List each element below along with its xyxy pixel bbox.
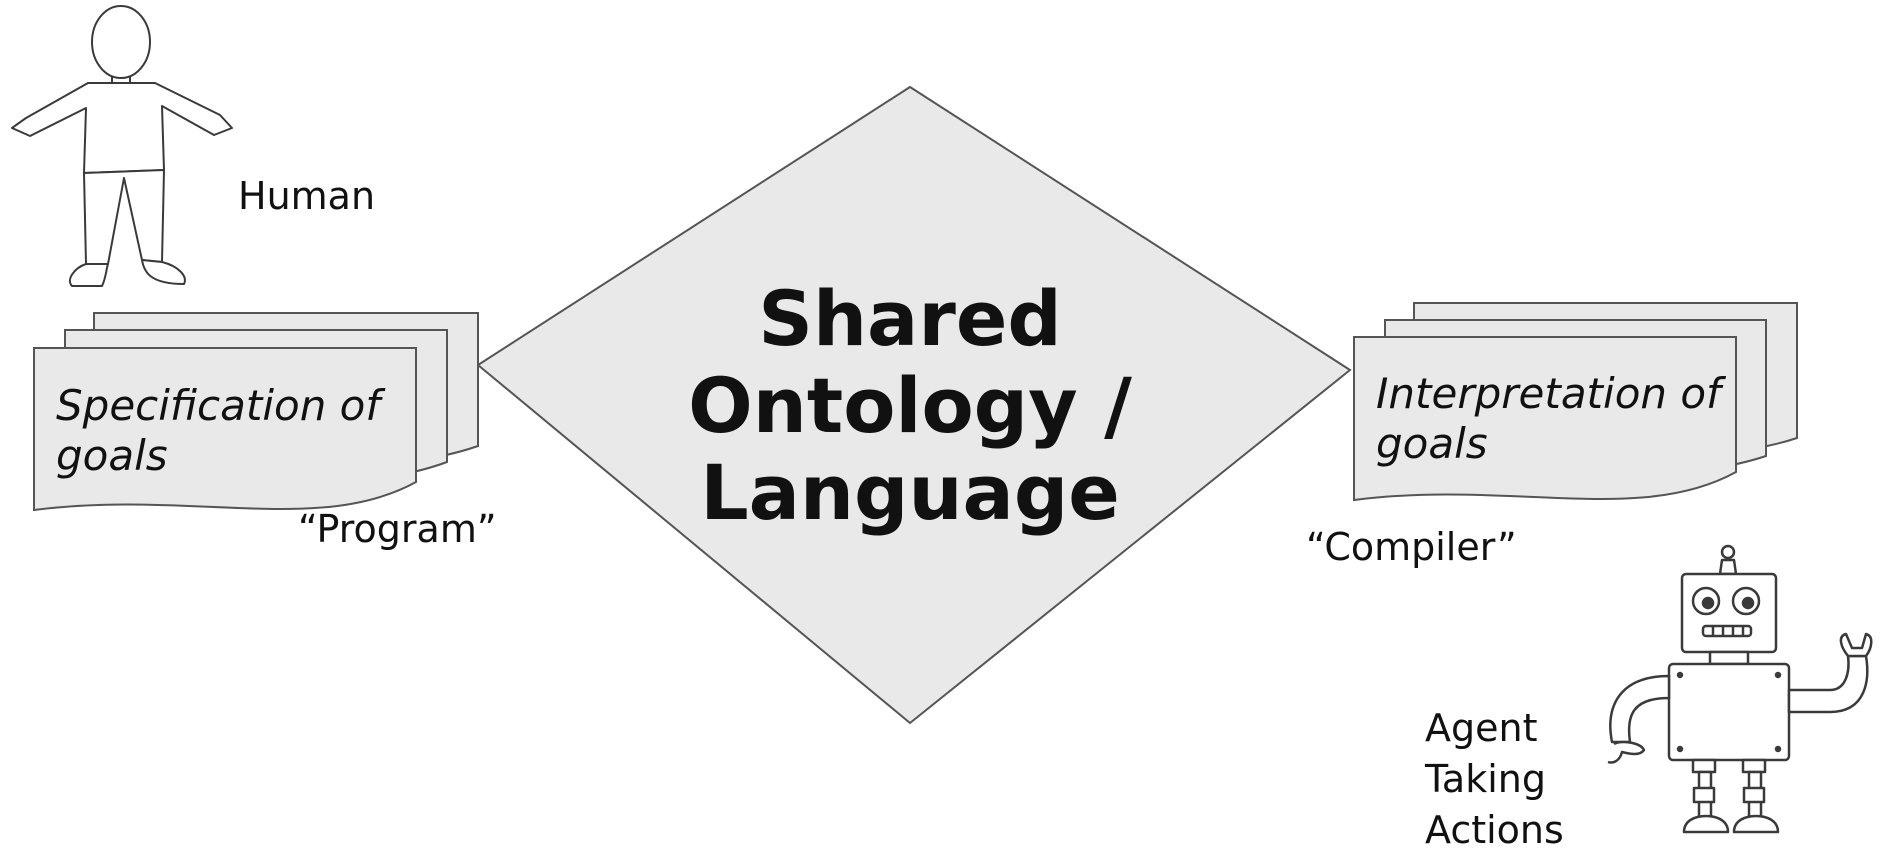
spec-doc-text-line-2: goals	[56, 431, 168, 480]
interp-doc-text-line-1: Interpretation of	[1376, 369, 1727, 418]
ontology-diamond	[476, 85, 1352, 725]
interp-doc-text-line-2: goals	[1376, 419, 1488, 468]
diagram-title-line-2: Ontology /	[688, 361, 1132, 450]
spec-document-stack	[33, 312, 479, 512]
spec-doc-front	[33, 347, 417, 512]
agent-label-line-3: Actions	[1425, 808, 1564, 852]
human-label: Human	[238, 174, 375, 218]
human-figure-icon	[11, 5, 233, 287]
robot-agent-icon	[1607, 544, 1873, 834]
diagram-title-line-1: Shared	[758, 274, 1062, 363]
interp-doc-front	[1353, 336, 1737, 502]
spec-doc-text-line-1: Specification of	[56, 381, 386, 430]
diagram-title-line-3: Language	[700, 448, 1120, 537]
program-caption: “Program”	[298, 507, 497, 551]
agent-label-line-2: Taking	[1424, 757, 1546, 801]
interp-document-stack	[1353, 302, 1798, 502]
compiler-caption: “Compiler”	[1306, 525, 1517, 569]
agent-label-line-1: Agent	[1425, 706, 1537, 750]
